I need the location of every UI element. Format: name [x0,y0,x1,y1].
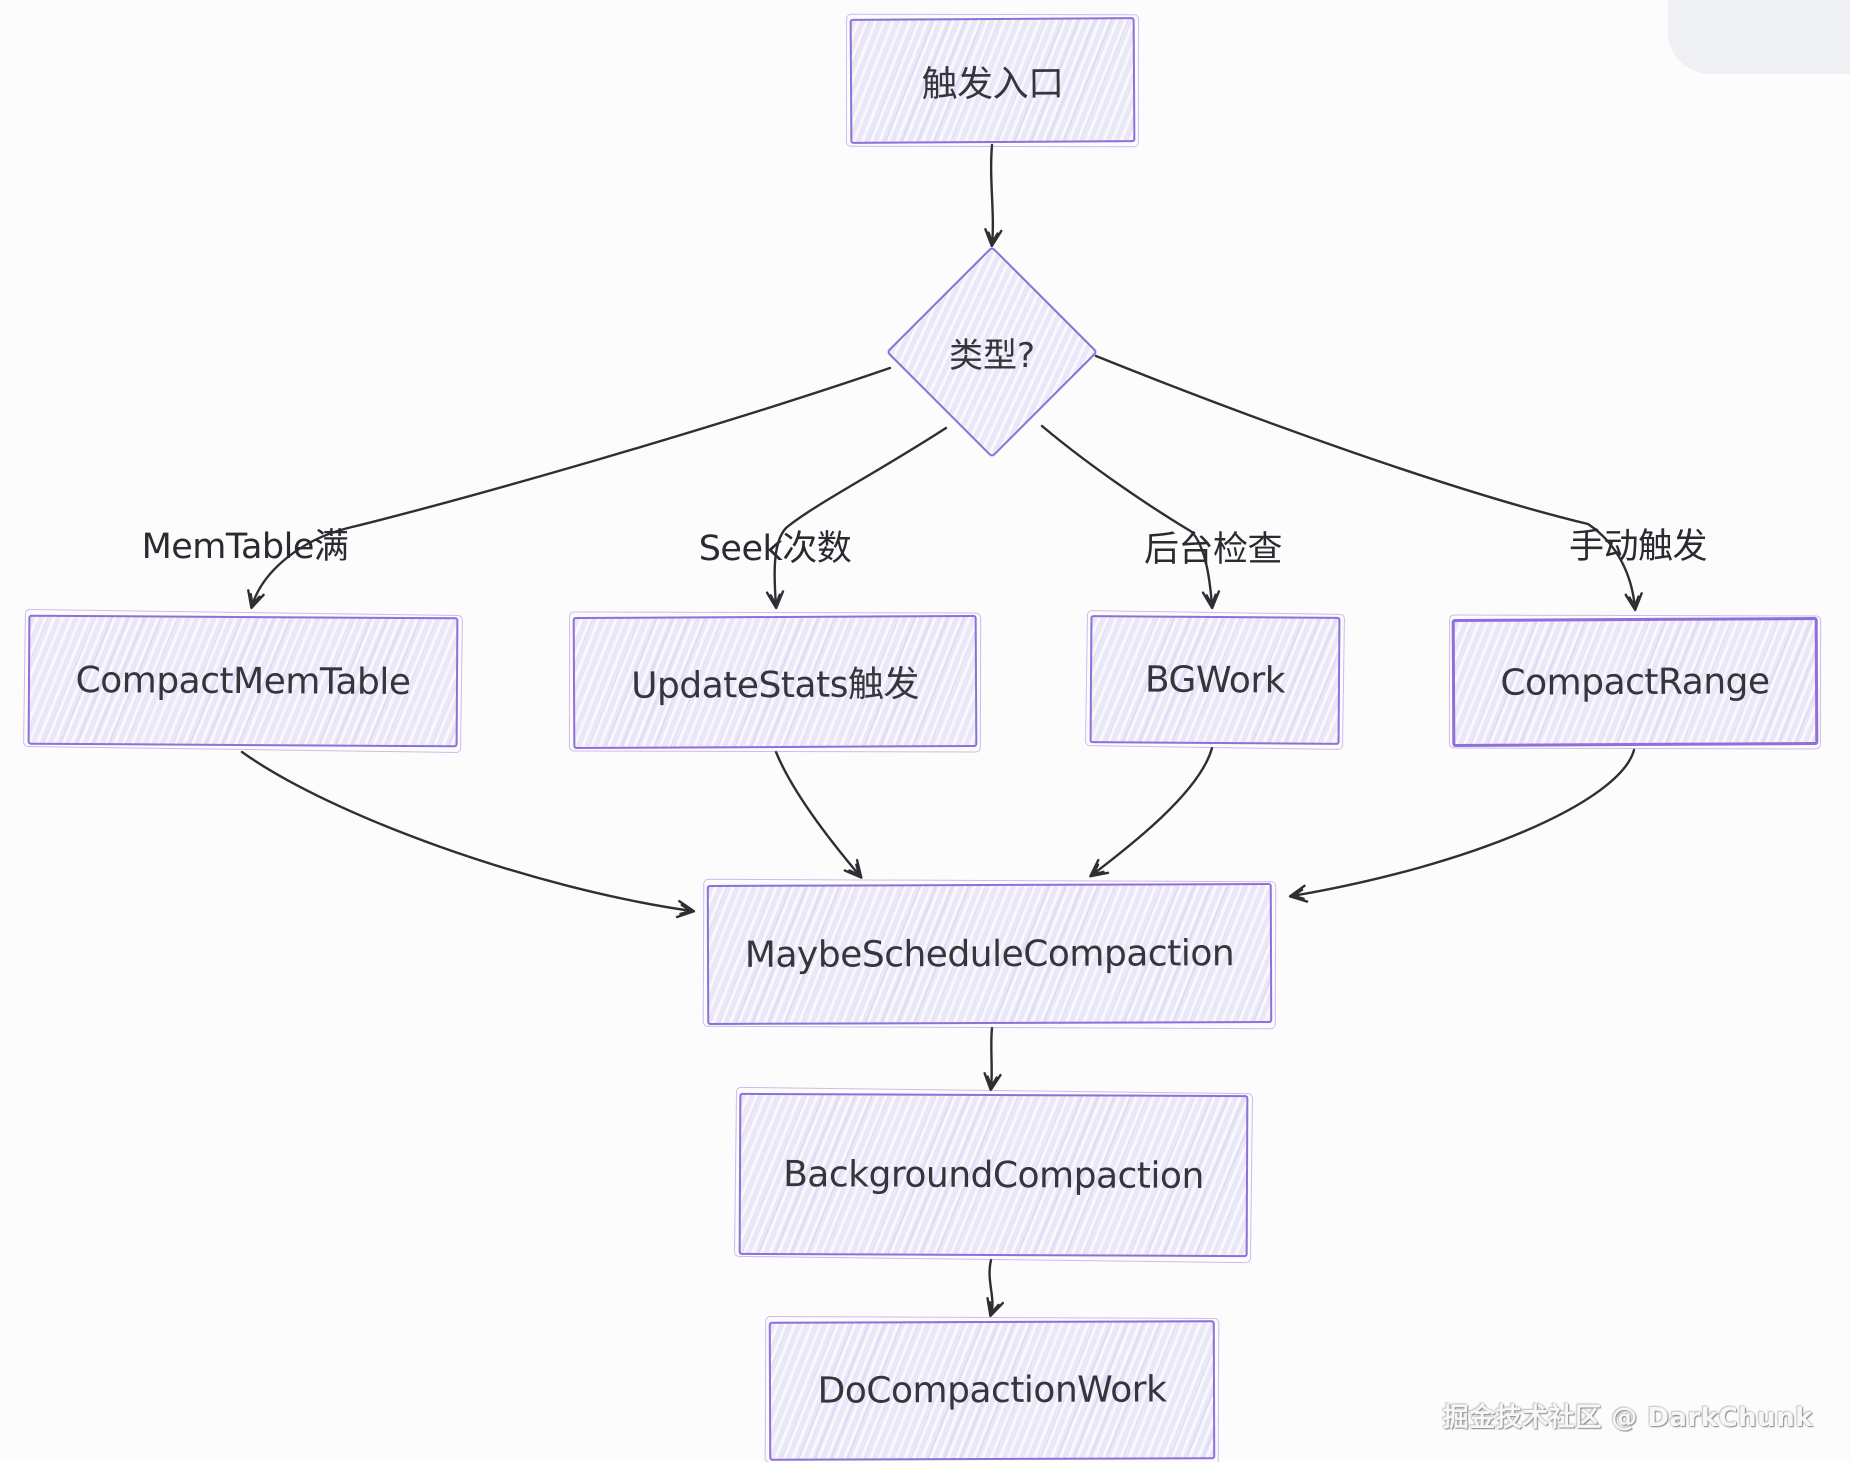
edge-decision-to-compact-memtable [247,366,892,610]
edge-label-manual-trigger: 手动触发 [1568,527,1708,567]
trigger-node-label: 触发入口 [921,63,1064,105]
flowchart-node-compact-memtable: CompactMemTable [27,614,459,748]
background-compaction-label: BackgroundCompaction [783,1153,1204,1197]
edge-compact-memtable-to-maybe-schedule [240,750,696,919]
edge-label-seek-count: Seek次数 [698,529,852,569]
flowchart-node-update-stats: UpdateStats触发 [572,614,978,750]
edge-bgwork-to-maybe-schedule [1089,746,1214,878]
watermark-text: 掘金技术社区 @ DarkChunk [1442,1403,1813,1433]
edge-compact-range-to-maybe-schedule [1288,748,1636,903]
flowchart-node-maybe-schedule-compaction: MaybeScheduleCompaction [706,883,1273,1025]
edge-background-to-do-compaction [986,1258,1005,1318]
flowchart-node-compact-range: CompactRange [1451,617,1819,747]
edge-decision-to-bgwork [1040,424,1221,610]
edge-update-stats-to-maybe-schedule [774,750,863,879]
compact-range-label: CompactRange [1500,660,1770,704]
edge-label-memtable-full: MemTable满 [141,527,349,567]
update-stats-label: UpdateStats触发 [631,664,920,707]
edge-maybe-schedule-to-background [983,1026,1002,1092]
bgwork-label: BGWork [1144,659,1286,701]
decision-node-label: 类型? [948,335,1036,376]
maybe-schedule-label: MaybeScheduleCompaction [744,932,1235,976]
edge-label-background-check: 后台检查 [1143,530,1283,570]
compact-memtable-label: CompactMemTable [75,659,411,703]
page-corner-sheet [1668,0,1850,74]
flowchart-node-do-compaction-work: DoCompactionWork [768,1320,1216,1461]
flowchart-node-background-compaction: BackgroundCompaction [738,1092,1249,1258]
edge-decision-to-compact-range [1094,354,1643,612]
flowchart-node-bgwork: BGWork [1089,615,1341,745]
edge-decision-to-update-stats [765,426,948,610]
flowchart-node-decision: 类型? [885,245,1099,459]
flowchart-node-trigger: 触发入口 [849,17,1136,144]
edge-trigger-to-decision [984,143,1003,248]
do-compaction-work-label: DoCompactionWork [817,1369,1167,1412]
